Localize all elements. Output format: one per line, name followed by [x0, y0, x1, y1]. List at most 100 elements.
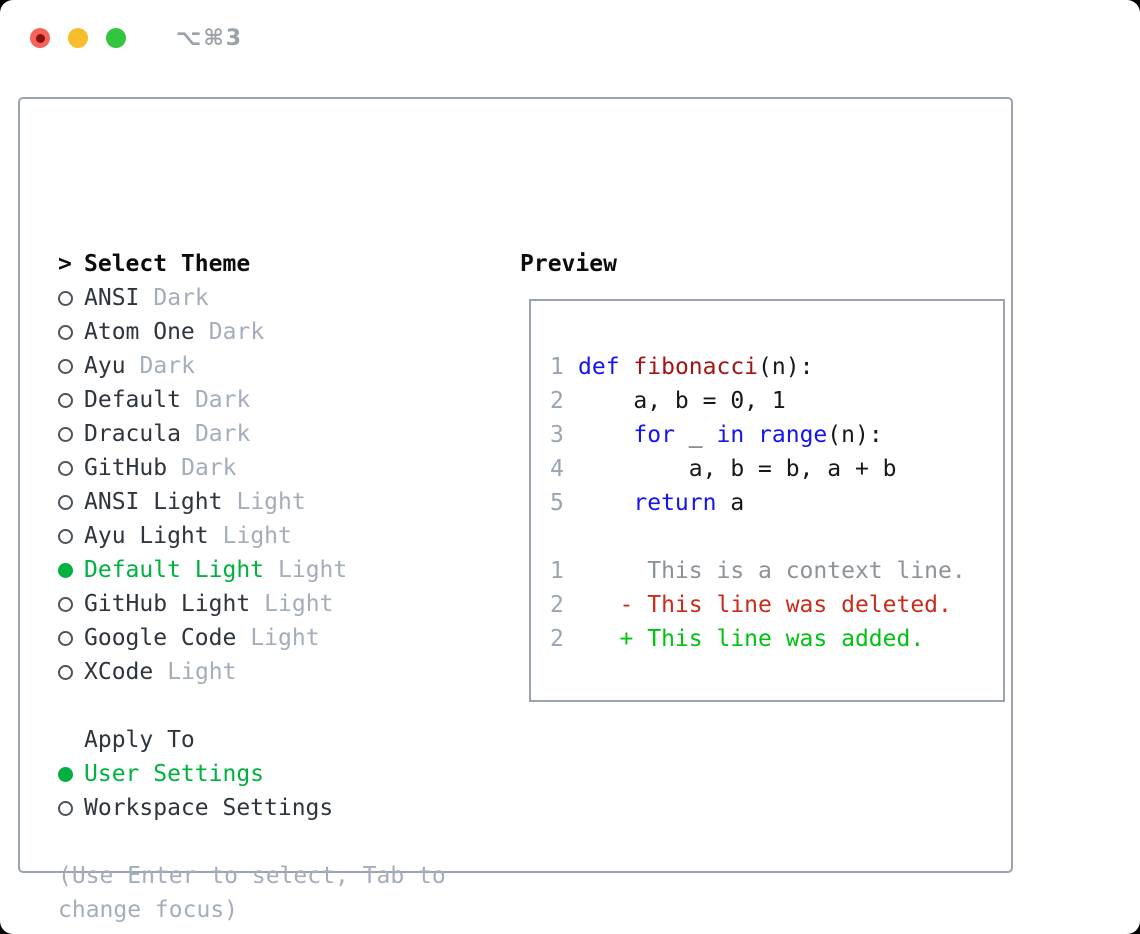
theme-item-ayu-light[interactable]: Ayu Light Light	[58, 519, 470, 553]
theme-item-github-light[interactable]: GitHub Light Light	[58, 587, 470, 621]
code-text: This is a context line.	[578, 558, 966, 584]
theme-name: Ayu Light	[84, 523, 209, 549]
theme-variant: Light	[278, 557, 348, 583]
window-title: ⌥⌘3	[176, 25, 244, 51]
theme-item-default-light[interactable]: Default Light Light	[58, 553, 470, 587]
theme-variant: Dark	[194, 421, 251, 447]
theme-item-atom-one[interactable]: Atom One Dark	[58, 315, 470, 349]
preview-code-line: 1 This is a context line.	[550, 554, 1003, 588]
theme-name: XCode	[84, 659, 154, 685]
theme-item-ansi-light[interactable]: ANSI Light Light	[58, 485, 470, 519]
preview-code-line: 1 def fibonacci(n):	[550, 350, 1003, 384]
close-icon[interactable]	[30, 28, 50, 48]
preview-code-line: 2 a, b = 0, 1	[550, 384, 1003, 418]
code-text: a, b = b, a + b	[578, 456, 897, 482]
theme-variant: Dark	[153, 285, 209, 311]
theme-variant: Light	[250, 625, 320, 651]
apply-to-title: Apply To	[84, 727, 195, 753]
code-text: for _ in range(n):	[633, 422, 883, 448]
theme-variant: Light	[264, 591, 334, 617]
select-theme-heading: > Select Theme	[58, 247, 470, 281]
apply-to-heading: Apply To	[58, 723, 470, 757]
theme-item-github[interactable]: GitHub Dark	[58, 451, 470, 485]
theme-item-ansi[interactable]: ANSI Dark	[58, 281, 470, 315]
code-text: + This line was added.	[578, 626, 925, 652]
radio-unselected-icon	[58, 358, 73, 374]
theme-name: GitHub Light	[84, 591, 251, 617]
minimize-icon[interactable]	[68, 28, 88, 48]
close-dot-icon	[35, 33, 45, 43]
titlebar: ⌥⌘3	[30, 25, 244, 51]
line-number: 1	[550, 354, 564, 380]
code-text: def fibonacci(n):	[578, 354, 814, 380]
radio-unselected-icon	[58, 596, 73, 612]
radio-unselected-icon	[58, 494, 73, 510]
line-number: 3	[550, 422, 564, 448]
line-number: 4	[550, 456, 564, 482]
radio-unselected-icon	[58, 664, 73, 680]
line-number: 2	[550, 626, 564, 652]
spacer	[58, 689, 470, 723]
theme-name: Default Light	[84, 557, 265, 583]
preview-code-line: 2 + This line was added.	[550, 622, 1003, 656]
radio-unselected-icon	[58, 290, 73, 306]
apply-option-label: User Settings	[84, 761, 265, 787]
theme-item-dracula[interactable]: Dracula Dark	[58, 417, 470, 451]
preview-code-line	[550, 520, 1003, 554]
radio-unselected-icon	[58, 800, 73, 816]
theme-variant: Dark	[139, 353, 195, 379]
code-text: return a	[633, 490, 745, 516]
theme-variant: Dark	[181, 455, 237, 481]
zoom-icon[interactable]	[106, 28, 126, 48]
theme-name: Dracula	[84, 421, 181, 447]
focus-prompt-icon: >	[58, 251, 72, 277]
theme-variant: Light	[222, 523, 292, 549]
theme-name: Atom One	[84, 319, 195, 345]
radio-unselected-icon	[58, 528, 73, 544]
spacer	[58, 825, 470, 859]
line-number: 2	[550, 388, 564, 414]
theme-item-ayu[interactable]: Ayu Dark	[58, 349, 470, 383]
radio-selected-icon	[58, 562, 73, 578]
radio-unselected-icon	[58, 324, 73, 340]
radio-unselected-icon	[58, 392, 73, 408]
preview-code-line: 2 - This line was deleted.	[550, 588, 1003, 622]
theme-variant: Dark	[208, 319, 265, 345]
code-text: - This line was deleted.	[578, 592, 952, 618]
radio-unselected-icon	[58, 460, 73, 476]
theme-variant: Light	[167, 659, 237, 685]
preview-code-line: 5 return a	[550, 486, 1003, 520]
radio-unselected-icon	[58, 630, 73, 646]
line-number: 2	[550, 592, 564, 618]
preview-heading: Preview	[520, 251, 617, 277]
theme-name: ANSI	[84, 285, 140, 311]
help-text: (Use Enter to select, Tab to change focu…	[58, 863, 446, 923]
theme-name: Google Code	[84, 625, 237, 651]
theme-name: Default	[84, 387, 181, 413]
theme-item-default[interactable]: Default Dark	[58, 383, 470, 417]
apply-option-workspace-settings[interactable]: Workspace Settings	[58, 791, 470, 825]
theme-name: Ayu	[84, 353, 126, 379]
theme-variant: Dark	[194, 387, 251, 413]
theme-name: ANSI Light	[84, 489, 223, 515]
preview-code-line: 3 for _ in range(n):	[550, 418, 1003, 452]
line-number: 5	[550, 490, 564, 516]
theme-item-xcode[interactable]: XCode Light	[58, 655, 470, 689]
line-number: 1	[550, 558, 564, 584]
select-theme-title: Select Theme	[84, 251, 251, 277]
radio-unselected-icon	[58, 426, 73, 442]
apply-option-user-settings[interactable]: User Settings	[58, 757, 470, 791]
theme-name: GitHub	[84, 455, 168, 481]
preview-code-line: 4 a, b = b, a + b	[550, 452, 1003, 486]
code-text: a, b = 0, 1	[578, 388, 786, 414]
apply-option-label: Workspace Settings	[84, 795, 334, 821]
theme-variant: Light	[236, 489, 306, 515]
theme-item-google-code[interactable]: Google Code Light	[58, 621, 470, 655]
